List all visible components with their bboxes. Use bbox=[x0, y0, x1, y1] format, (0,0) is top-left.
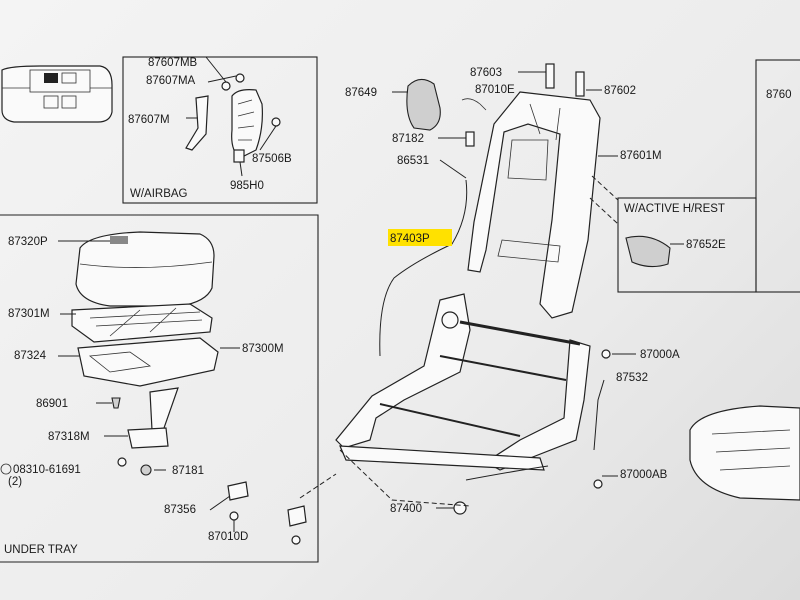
label-w-airbag: W/AIRBAG bbox=[130, 188, 188, 200]
label-87010E: 87010E bbox=[475, 84, 515, 96]
label-87506B: 87506B bbox=[252, 153, 292, 165]
label-87318M: 87318M bbox=[48, 431, 90, 443]
label-87010D: 87010D bbox=[208, 531, 248, 543]
seat-rail bbox=[339, 445, 545, 471]
label-87607MB: 87607MB bbox=[148, 57, 198, 69]
airbag-module bbox=[231, 89, 263, 159]
label-87320P: 87320P bbox=[8, 236, 48, 248]
label-86901: 86901 bbox=[36, 398, 68, 410]
cushion-pan bbox=[77, 337, 219, 387]
airbag-group: 87607MB 87607MA 87607M 87506B 985H0 W/AI… bbox=[122, 56, 318, 204]
right-partial-frame bbox=[755, 59, 800, 293]
seat-frame-group: 87000A 87532 87000AB 87400 bbox=[287, 293, 680, 545]
seat-frame-right bbox=[484, 339, 591, 471]
lift-lever bbox=[149, 387, 179, 431]
cushion-frame bbox=[0, 214, 319, 563]
label-87000A: 87000A bbox=[640, 349, 680, 361]
label-87300M: 87300M bbox=[242, 343, 284, 355]
cushion-group: 87320P 87301M 87300M 87324 86901 87318M … bbox=[0, 214, 319, 563]
airbag-bracket bbox=[185, 95, 209, 151]
screw-symbol-icon bbox=[0, 463, 12, 475]
highlight-87403P bbox=[388, 229, 452, 246]
label-under-tray: UNDER TRAY bbox=[4, 544, 78, 556]
label-8760-partial: 8760 bbox=[766, 89, 792, 101]
label-985H0: 985H0 bbox=[230, 180, 264, 192]
label-87607M: 87607M bbox=[128, 114, 170, 126]
bracket-87356-group: 87356 87010D bbox=[164, 481, 249, 543]
seatback-frame bbox=[467, 91, 601, 319]
recliner-cable bbox=[379, 179, 468, 357]
label-87649: 87649 bbox=[345, 87, 377, 99]
label-87403P: 87403P bbox=[390, 233, 430, 245]
label-86531: 86531 bbox=[397, 155, 429, 167]
airbag-frame bbox=[122, 56, 318, 204]
label-87181: 87181 bbox=[172, 465, 204, 477]
label-87324: 87324 bbox=[14, 350, 47, 362]
label-87603: 87603 bbox=[470, 67, 502, 79]
vehicle-location-icon bbox=[1, 65, 113, 123]
label-87301M: 87301M bbox=[8, 308, 50, 320]
right-partial-cushion bbox=[689, 405, 800, 501]
cushion-pad bbox=[75, 231, 215, 307]
label-08310-61691: 08310-61691 bbox=[13, 464, 81, 476]
label-87602: 87602 bbox=[604, 85, 636, 97]
label-87400: 87400 bbox=[390, 503, 422, 515]
headrest-guide bbox=[406, 78, 441, 131]
label-87601M: 87601M bbox=[620, 150, 662, 162]
label-87356: 87356 bbox=[164, 504, 196, 516]
label-w-active-h-rest: W/ACTIVE H/REST bbox=[624, 203, 725, 215]
label-87652E: 87652E bbox=[686, 239, 726, 251]
label-87182: 87182 bbox=[392, 133, 424, 145]
label-08310-qty: (2) bbox=[8, 476, 22, 488]
label-87607MA: 87607MA bbox=[146, 75, 196, 87]
seatback-group: 87649 87603 87602 87010E 87182 86531 876… bbox=[345, 59, 800, 357]
active-headrest-part bbox=[625, 235, 671, 268]
label-87532: 87532 bbox=[616, 372, 648, 384]
label-87000AB: 87000AB bbox=[620, 469, 668, 481]
